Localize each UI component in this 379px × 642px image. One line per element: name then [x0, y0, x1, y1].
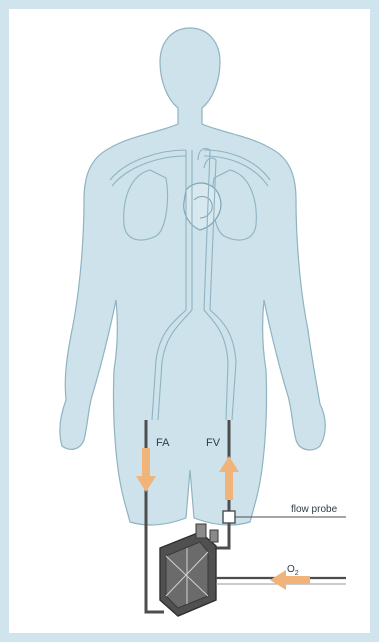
- flow-probe: [223, 511, 235, 523]
- label-oxygen-sub: 2: [295, 570, 299, 577]
- label-flow-probe: flow probe: [291, 504, 338, 515]
- body-silhouette: [60, 28, 325, 525]
- label-fv: FV: [206, 437, 221, 449]
- ecmo-device: [160, 524, 218, 616]
- label-oxygen: O2: [287, 564, 299, 577]
- label-fa: FA: [156, 437, 170, 449]
